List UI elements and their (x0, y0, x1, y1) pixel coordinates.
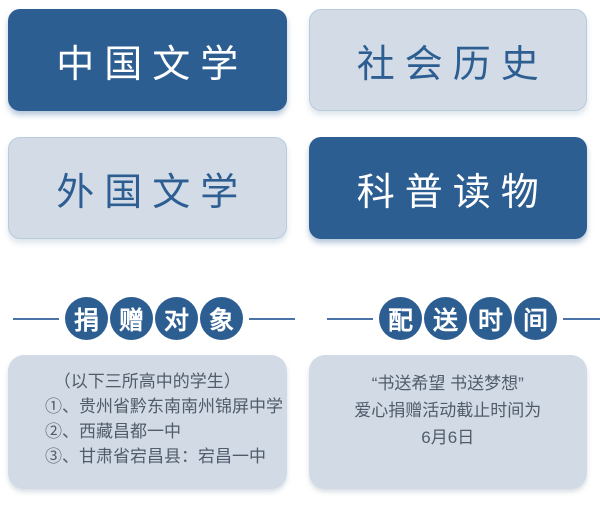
divider-line (327, 317, 373, 320)
category-button-label: 社会历史 (356, 43, 549, 86)
divider-line (249, 317, 295, 320)
heading-char-badge: 象 (200, 297, 243, 340)
school-list-item: ①、贵州省黔东南南州锦屏中学 (45, 397, 283, 416)
divider-line (563, 317, 600, 320)
heading-char-badge: 配 (379, 297, 422, 340)
heading-char-badge: 捐 (65, 297, 108, 340)
heading-char-badge: 对 (155, 297, 198, 340)
heading-char-badge: 赠 (110, 297, 153, 340)
donation-targets-box: （以下三所高中的学生） ①、贵州省黔东南南州锦屏中学 ②、西藏昌都一中 ③、甘肃… (8, 355, 287, 489)
heading-char-badge: 送 (424, 297, 467, 340)
category-button-label: 科普读物 (356, 171, 549, 214)
donation-note: （以下三所高中的学生） (53, 372, 241, 391)
info-box-row: （以下三所高中的学生） ①、贵州省黔东南南州锦屏中学 ②、西藏昌都一中 ③、甘肃… (8, 355, 587, 489)
delivery-time-box: “书送希望 书送梦想” 爱心捐赠活动截止时间为 6月6日 (308, 355, 587, 489)
school-list-item: ③、甘肃省宕昌县：宕昌一中 (45, 447, 266, 466)
heading-char-badge: 间 (514, 297, 557, 340)
category-grid: 中国文学 社会历史 外国文学 科普读物 (8, 9, 587, 239)
divider-line (13, 317, 59, 320)
category-button-chinese-literature[interactable]: 中国文学 (8, 9, 287, 111)
heading-char-badge: 时 (469, 297, 512, 340)
category-button-foreign-literature[interactable]: 外国文学 (8, 137, 287, 239)
category-button-social-history[interactable]: 社会历史 (308, 9, 587, 111)
section-header-donation-targets: 捐 赠 对 象 (8, 297, 300, 340)
category-button-label: 中国文学 (56, 43, 249, 86)
deadline-date: 6月6日 (421, 428, 475, 447)
category-button-science-reading[interactable]: 科普读物 (308, 137, 587, 239)
deadline-text: 爱心捐赠活动截止时间为 (354, 401, 542, 420)
campaign-slogan: “书送希望 书送梦想” (371, 374, 524, 393)
category-button-label: 外国文学 (56, 171, 249, 214)
section-header-delivery-time: 配 送 时 间 (322, 297, 600, 340)
section-header-row: 捐 赠 对 象 配 送 时 间 (8, 297, 600, 340)
school-list-item: ②、西藏昌都一中 (45, 422, 181, 441)
